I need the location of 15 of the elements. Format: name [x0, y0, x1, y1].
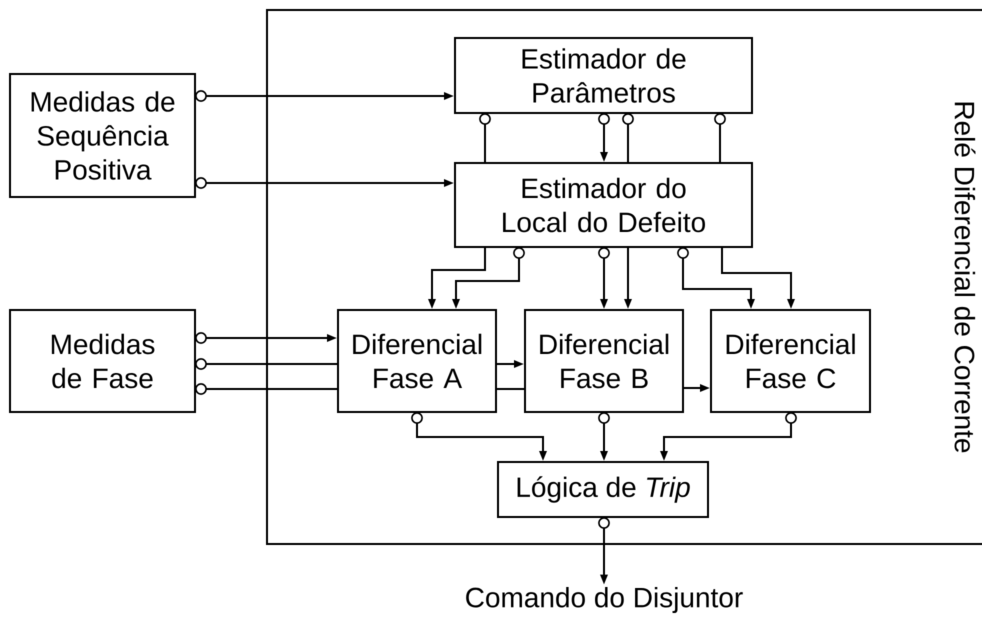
process-box: Lógica de Trip: [497, 461, 709, 518]
process-box: Estimador do Local do Defeito: [454, 162, 753, 248]
connector: [195, 358, 337, 370]
input-box: Medidas de Fase: [9, 309, 196, 413]
process-box: Diferencial Fase A: [337, 309, 497, 413]
connector: [195, 383, 337, 395]
connector: [714, 113, 726, 162]
process-box: Diferencial Fase B: [524, 309, 684, 413]
connector: [497, 388, 524, 390]
input-box: Medidas de Sequência Positiva: [9, 73, 196, 198]
output-label: Comando do Disjuntor: [466, 586, 743, 614]
process-box: Diferencial Fase C: [710, 309, 871, 413]
connector: [622, 113, 634, 162]
connector: [479, 113, 491, 162]
process-box: Estimador de Parâmetros: [454, 37, 753, 114]
